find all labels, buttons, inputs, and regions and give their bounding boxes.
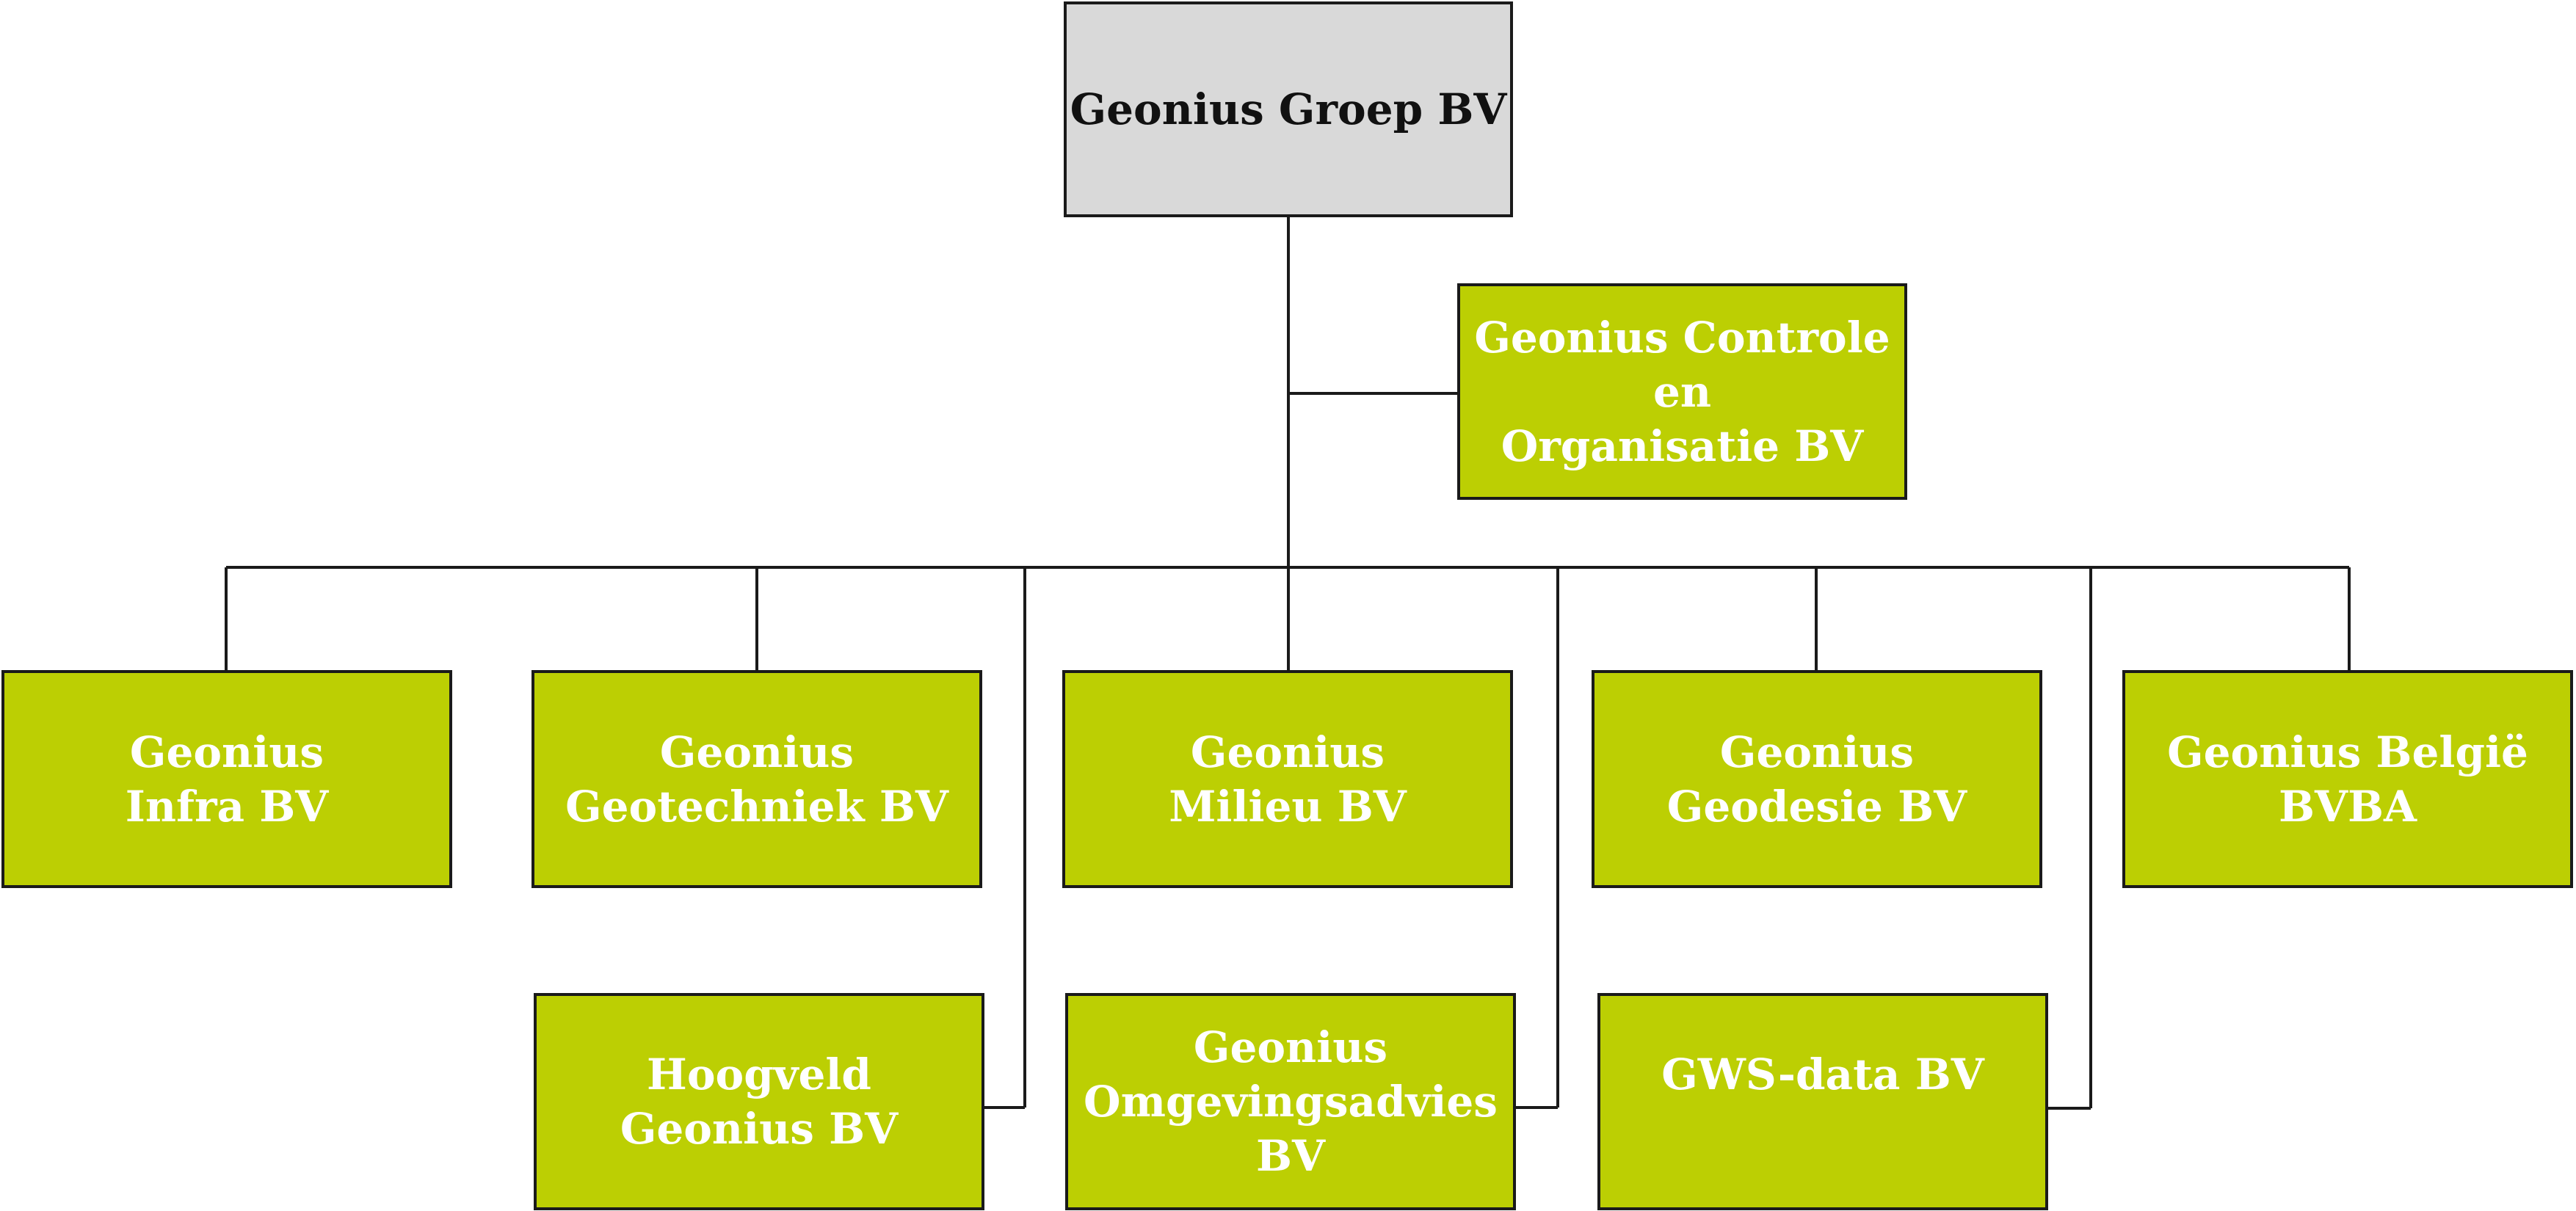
node-geodesie-label: Geonius Geodesie BV — [1666, 727, 1967, 832]
node-milieu: Geonius Milieu BV — [1062, 670, 1513, 888]
node-omgevingsadvies-label: Geonius Omgevingsadvies BV — [1084, 1022, 1498, 1181]
node-belgie-label: Geonius België BVBA — [2167, 727, 2528, 832]
node-hoogveld: Hoogveld Geonius BV — [534, 993, 984, 1210]
node-milieu-label: Geonius Milieu BV — [1169, 727, 1407, 832]
node-geodesie: Geonius Geodesie BV — [1592, 670, 2042, 888]
node-infra-label: Geonius Infra BV — [125, 727, 329, 832]
node-geotechniek-label: Geonius Geotechniek BV — [565, 727, 948, 832]
node-belgie: Geonius België BVBA — [2122, 670, 2573, 888]
node-hoogveld-label: Hoogveld Geonius BV — [620, 1050, 899, 1154]
node-geotechniek: Geonius Geotechniek BV — [531, 670, 982, 888]
node-infra: Geonius Infra BV — [1, 670, 452, 888]
node-staff: Geonius Controle en Organisatie BV — [1457, 283, 1907, 500]
node-root: Geonius Groep BV — [1064, 1, 1513, 217]
node-omgevingsadvies: Geonius Omgevingsadvies BV — [1065, 993, 1516, 1210]
node-gws-data: GWS-data BV — [1597, 993, 2048, 1210]
node-staff-label: Geonius Controle en Organisatie BV — [1474, 312, 1890, 471]
node-gws-data-label: GWS-data BV — [1661, 1050, 1984, 1099]
node-root-label: Geonius Groep BV — [1070, 84, 1507, 134]
